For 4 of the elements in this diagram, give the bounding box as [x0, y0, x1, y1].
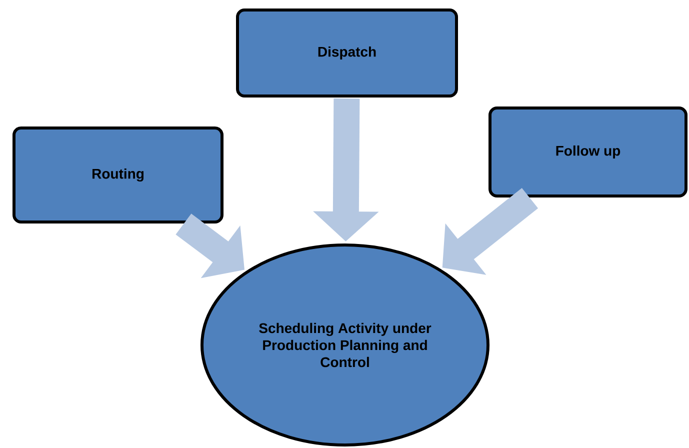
- process-box: Routing: [12, 126, 224, 224]
- process-box: Dispatch: [236, 8, 458, 98]
- process-box: Follow up: [488, 106, 688, 198]
- oval-node: Scheduling Activity under Production Planning and Control: [200, 244, 490, 446]
